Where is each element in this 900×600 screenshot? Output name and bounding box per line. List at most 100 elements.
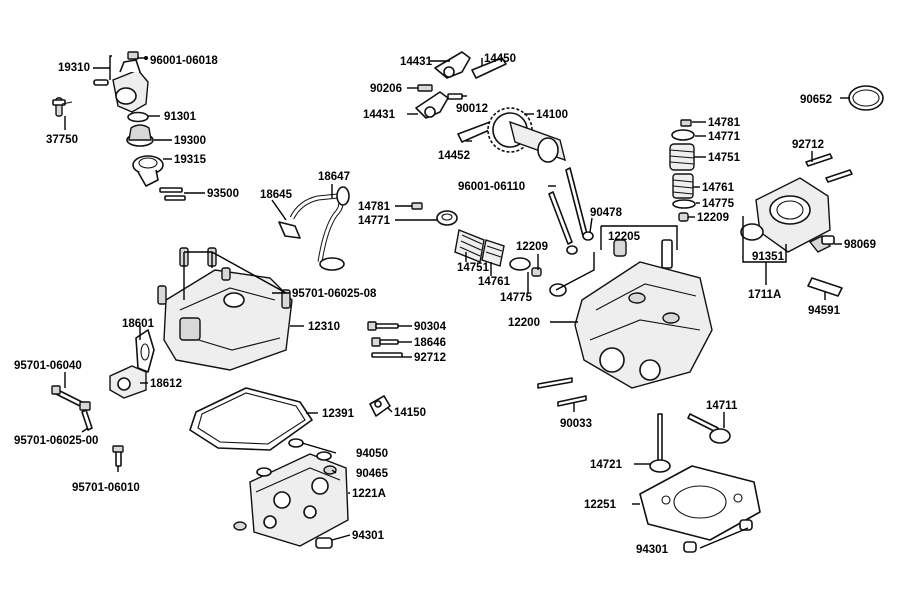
- sensor-37750: [52, 97, 73, 117]
- spring-14751-left: [454, 229, 485, 263]
- label-18645: 18645: [260, 189, 293, 201]
- bolts-90304: [367, 321, 399, 331]
- retainer-14771-right: [671, 129, 695, 141]
- gasket-18645: [278, 221, 301, 239]
- label-14775-right: 14775: [702, 198, 735, 210]
- label-12251: 12251: [584, 499, 617, 511]
- label-1221A: 1221A: [352, 488, 386, 500]
- label-90465: 90465: [356, 468, 389, 480]
- studs-92712-top: [805, 153, 853, 183]
- label-12200: 12200: [508, 317, 540, 329]
- label-14452: 14452: [438, 150, 470, 162]
- label-14751-right: 14751: [708, 152, 741, 164]
- bracket-18601: [135, 329, 155, 373]
- camshaft-14100: [487, 107, 566, 163]
- label-90652: 90652: [800, 94, 832, 106]
- camshaft-holder-1221A: [249, 453, 349, 547]
- spark-plug-bushing-12205: [613, 239, 673, 269]
- label-18612: 18612: [150, 378, 182, 390]
- label-98069: 98069: [844, 239, 876, 251]
- label-14431-bottom: 14431: [363, 109, 396, 121]
- label-94301-right: 94301: [636, 544, 669, 556]
- head-cover-12310: [163, 269, 293, 371]
- thermostat-housing-19310: [112, 59, 149, 113]
- bolt-95701-06040: [51, 385, 87, 409]
- label-14771-right: 14771: [708, 131, 741, 143]
- washers-94050: [256, 438, 332, 477]
- washer-19310b: [93, 79, 109, 86]
- spring-14761-right: [672, 173, 694, 199]
- label-95701-06025-08: 95701-06025-08: [292, 288, 377, 300]
- label-14761-left: 14761: [478, 276, 511, 288]
- head-gasket-12251: [639, 465, 761, 541]
- label-37750: 37750: [46, 134, 78, 146]
- retainer-14771-left: [436, 210, 458, 226]
- label-95701-06040: 95701-06040: [14, 360, 82, 372]
- nuts-90465: [233, 465, 337, 531]
- cylinder-head-12200: [574, 261, 713, 389]
- label-14775-left: 14775: [500, 292, 533, 304]
- tag-94591: [807, 277, 843, 297]
- label-14721: 14721: [590, 459, 623, 471]
- label-95701-06025-00: 95701-06025-00: [14, 435, 98, 447]
- label-96001-06110: 96001-06110: [458, 181, 525, 193]
- label-12310: 12310: [308, 321, 340, 333]
- label-90478: 90478: [590, 207, 623, 219]
- label-91301: 91301: [164, 111, 197, 123]
- studs-90033: [537, 377, 587, 407]
- oring-91351: [740, 223, 764, 241]
- label-1711A: 1711A: [748, 289, 781, 301]
- keeper-14781-left: [411, 202, 423, 210]
- bolt-90206: [417, 84, 433, 92]
- rocker-shaft-14450: [471, 57, 507, 79]
- label-12209-right: 12209: [697, 212, 729, 224]
- dowel-pin-94301-left: [315, 537, 333, 549]
- label-18647: 18647: [318, 171, 350, 183]
- seat-14775-left: [509, 257, 531, 271]
- label-14781-left: 14781: [358, 201, 391, 213]
- part-labels: 19310 96001-06018 91301 37750 19300 1931…: [14, 53, 876, 556]
- label-14771-left: 14771: [358, 215, 391, 227]
- spring-14751-right: [669, 143, 695, 171]
- label-92712-middle: 92712: [414, 352, 446, 364]
- label-14781-right: 14781: [708, 117, 741, 129]
- leader-lines: [64, 55, 850, 549]
- thermostat-19300: [126, 124, 154, 147]
- pin-90012: [447, 93, 463, 100]
- label-94301-left: 94301: [352, 530, 385, 542]
- seal-12209-left: [531, 267, 542, 277]
- label-14711: 14711: [706, 400, 738, 412]
- label-96001-06018: 96001-06018: [150, 55, 218, 67]
- label-93500: 93500: [207, 188, 239, 200]
- label-14450: 14450: [484, 53, 516, 65]
- cover-gasket-12391: [189, 387, 313, 451]
- seal-12209-right: [678, 212, 689, 222]
- seat-14775-right: [672, 199, 696, 209]
- label-19300: 19300: [174, 135, 206, 147]
- label-19315: 19315: [174, 154, 207, 166]
- spring-14761-left: [481, 239, 505, 267]
- label-12391: 12391: [322, 408, 355, 420]
- hook-14150: [369, 395, 391, 417]
- label-12209-left: 12209: [516, 241, 548, 253]
- keeper-14781-right: [680, 119, 692, 127]
- label-91351: 91351: [752, 251, 785, 263]
- label-19310: 19310: [58, 62, 90, 74]
- label-18646: 18646: [414, 337, 446, 349]
- bolt-95701-06010: [112, 445, 124, 467]
- sensor-98069: [808, 235, 835, 253]
- thermostat-cover-19315: [132, 155, 164, 187]
- oil-pipe-18647: [289, 186, 350, 271]
- exhaust-valve-14721: [649, 413, 671, 473]
- stud-bolts-96001-06110: [548, 167, 588, 245]
- label-90206: 90206: [370, 83, 402, 95]
- nut-90478: [566, 231, 594, 255]
- bolt-95701-06025-00: [79, 401, 93, 431]
- tensioner-18612: [109, 365, 147, 399]
- label-90033: 90033: [560, 418, 592, 430]
- label-94050: 94050: [356, 448, 388, 460]
- label-14761-right: 14761: [702, 182, 735, 194]
- rocker-arm-14431-top: [434, 51, 471, 79]
- label-94591: 94591: [808, 305, 841, 317]
- bolts-93500: [159, 187, 186, 201]
